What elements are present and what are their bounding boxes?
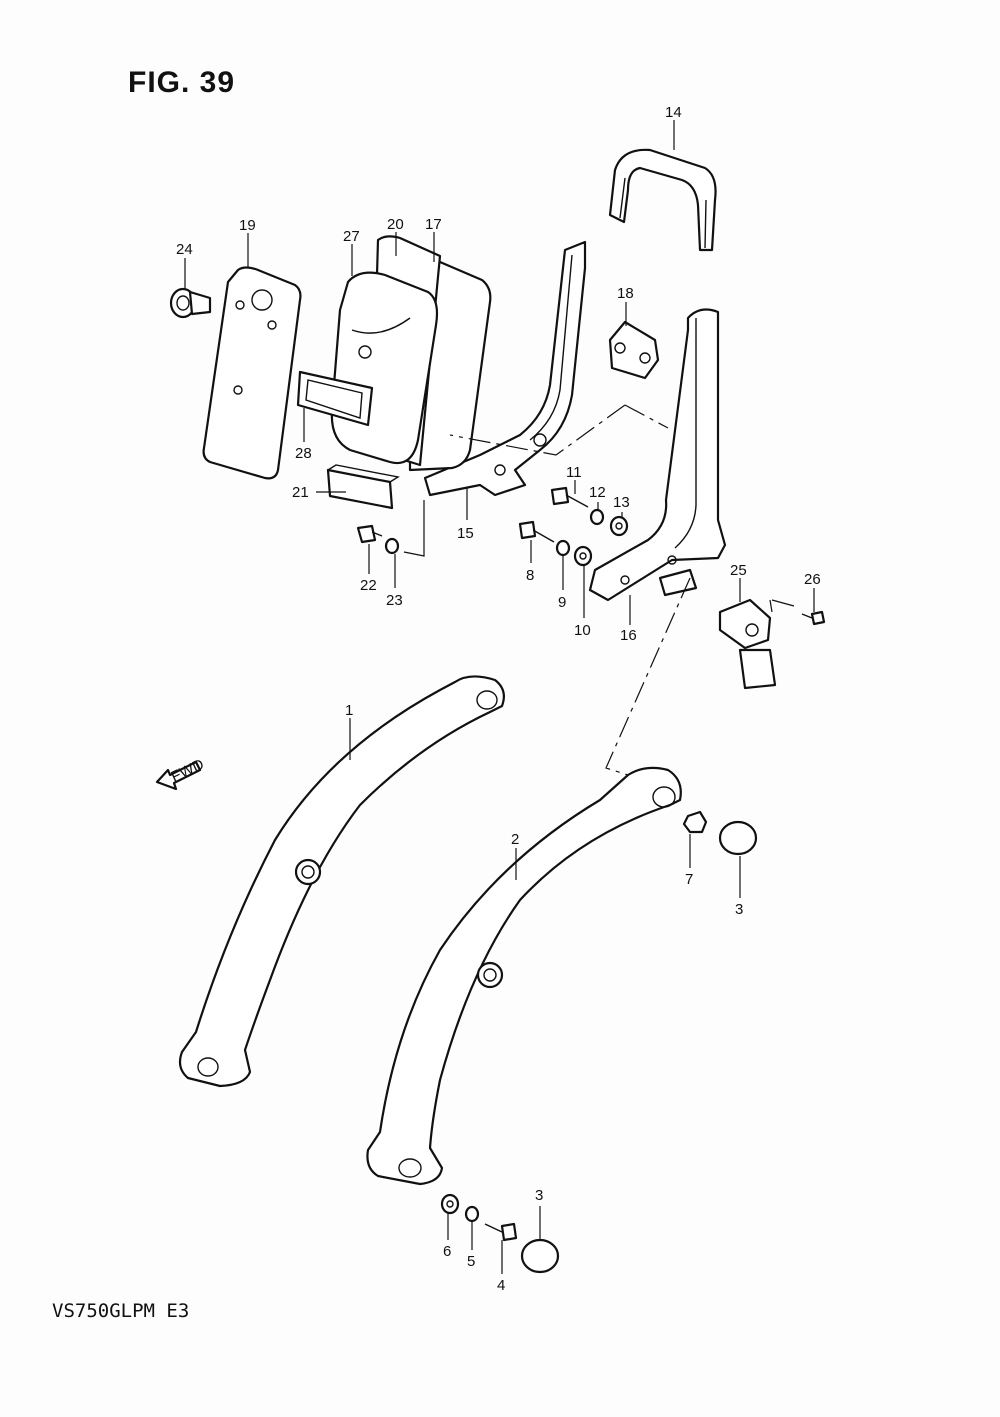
callout-13: 13 (613, 494, 630, 511)
part-4-bolt (484, 1222, 518, 1242)
callout-6: 6 (443, 1243, 451, 1260)
part-26-screw (801, 610, 826, 626)
model-code: VS750GLPM E3 (52, 1300, 190, 1322)
part-11-bolt (550, 486, 589, 508)
part-3-cap-upper (718, 820, 758, 856)
callout-labels: 14 18 19 24 27 20 17 28 21 15 22 23 11 1… (176, 104, 821, 1294)
callout-14: 14 (665, 104, 682, 121)
callout-3-upper: 3 (735, 901, 743, 918)
callout-24: 24 (176, 241, 193, 258)
callout-20: 20 (387, 216, 404, 233)
callout-10: 10 (574, 622, 591, 639)
part-10-washer (573, 545, 593, 567)
part-21-spacer (326, 464, 400, 510)
callout-5: 5 (467, 1253, 475, 1270)
part-22-bolt (356, 524, 383, 544)
callout-3-lower: 3 (535, 1187, 543, 1204)
part-9-washer (555, 539, 571, 557)
part-3-cap-lower (520, 1238, 560, 1274)
callout-26: 26 (804, 571, 821, 588)
callout-23: 23 (386, 592, 403, 609)
callout-9: 9 (558, 594, 566, 611)
callout-1: 1 (345, 702, 353, 719)
part-28-strap (296, 370, 374, 427)
part-24-grommet (169, 287, 212, 319)
part-25-lock (718, 598, 777, 690)
callout-8: 8 (526, 567, 534, 584)
callout-17: 17 (425, 216, 442, 233)
callout-12: 12 (589, 484, 606, 501)
part-14-grab-handle (608, 148, 717, 252)
callout-2: 2 (511, 831, 519, 848)
part-7-nut (682, 810, 708, 834)
part-5-washer (464, 1205, 480, 1223)
callout-28: 28 (295, 445, 312, 462)
leader-lines (184, 120, 815, 1274)
callout-16: 16 (620, 627, 637, 644)
callout-27: 27 (343, 228, 360, 245)
callout-11: 11 (566, 464, 582, 481)
part-19-back-plate (202, 266, 302, 480)
part-6-washer (440, 1193, 460, 1215)
part-12-washer (589, 508, 605, 526)
part-16-backrest-stay (588, 308, 727, 602)
callout-21: 21 (292, 484, 309, 501)
callout-22: 22 (360, 577, 377, 594)
callout-7: 7 (685, 871, 693, 888)
fwd-label: FWD (169, 756, 207, 786)
figure-title: FIG. 39 (128, 66, 236, 99)
part-2-lower-stay-right (366, 766, 682, 1186)
part-23-washer (384, 537, 400, 555)
callout-4: 4 (497, 1277, 505, 1294)
part-13-washer (609, 515, 629, 537)
part-1-lower-stay-left (178, 675, 505, 1088)
callout-18: 18 (617, 285, 634, 302)
callout-15: 15 (457, 525, 474, 542)
assembly-lines (403, 404, 795, 776)
callout-19: 19 (239, 217, 256, 234)
callout-25: 25 (730, 562, 747, 579)
part-8-bolt (518, 520, 555, 543)
fwd-arrow-icon: FWD (155, 756, 207, 791)
part-18-bracket (608, 320, 660, 380)
